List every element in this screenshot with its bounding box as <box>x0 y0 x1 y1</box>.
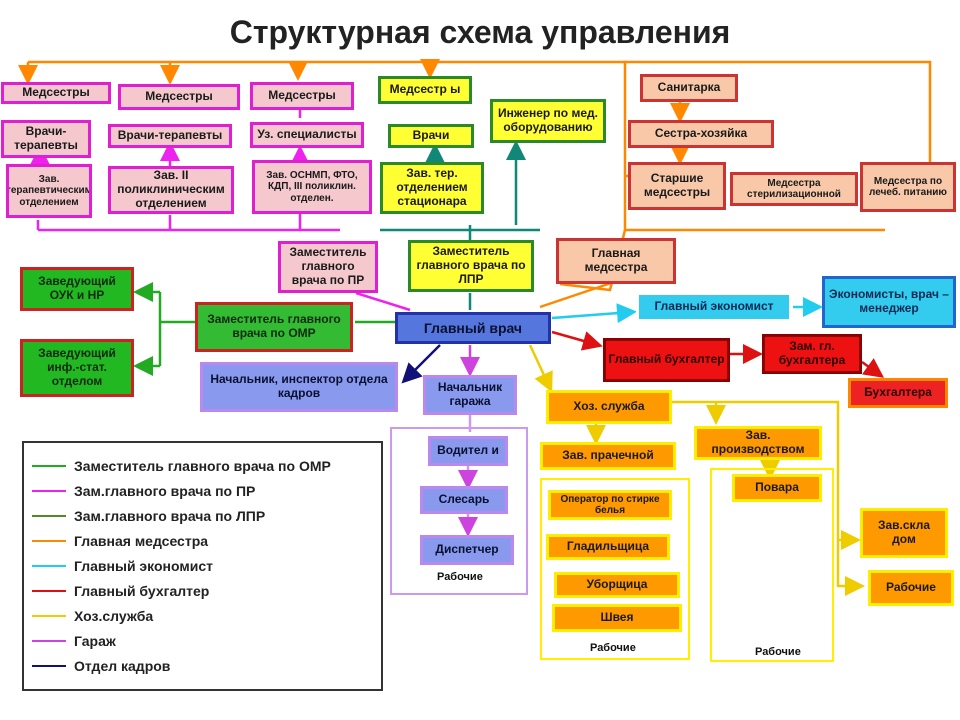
head-osnmp-box: Зав. ОСНМП, ФТО, КДП, III поликлин. отде… <box>252 160 372 214</box>
engineer-box: Инженер по мед. оборудованию <box>490 99 606 143</box>
head-ward-box: Зав. тер. отделением стационара <box>380 162 484 214</box>
legend-line <box>32 615 66 617</box>
therapists-box-2: Врачи-терапевты <box>108 124 232 148</box>
legend-item: Отдел кадров <box>32 655 170 677</box>
garage-head-box: Начальник гаража <box>423 375 517 415</box>
legend-item: Главный бухгалтер <box>32 580 209 602</box>
page-title: Структурная схема управления <box>229 14 731 50</box>
laundry-operator-box: Оператор по стирке белья <box>548 490 672 520</box>
head-ouk-box: Заведующий ОУК и НР <box>20 267 134 311</box>
legend-line <box>32 515 66 517</box>
nurses-box-1: Медсестры <box>1 82 111 104</box>
kitchen-frame <box>710 468 834 662</box>
hr-head-box: Начальник, инспектор отдела кадров <box>200 362 398 412</box>
household-box: Хоз. служба <box>546 390 672 424</box>
kitchen-workers-label: Рабочие <box>755 646 801 658</box>
therapists-box-1: Врачи-терапевты <box>1 120 91 158</box>
legend-label: Отдел кадров <box>74 658 171 674</box>
legend-label: Главный экономист <box>74 558 213 574</box>
chief-doctor-box: Главный врач <box>395 312 551 344</box>
legend-item: Главный экономист <box>32 555 213 577</box>
legend-item: Зам.главного врача по ПР <box>32 480 255 502</box>
legend-item: Главная медсестра <box>32 530 208 552</box>
legend-line <box>32 565 66 567</box>
legend-item: Гараж <box>32 630 116 652</box>
legend: Заместитель главного врача по ОМР Зам.гл… <box>22 441 383 691</box>
head-nurse-box: Главная медсестра <box>556 238 676 284</box>
nurses-box-2: Медсестры <box>118 84 240 110</box>
legend-line <box>32 490 66 492</box>
seamstress-box: Швея <box>552 604 682 632</box>
senior-nurses-box: Старшие медсестры <box>628 162 726 210</box>
legend-item: Зам.главного врача по ЛПР <box>32 505 265 527</box>
cleaner-box: Уборщица <box>554 572 680 598</box>
garage-frame <box>390 427 528 595</box>
doctors-box: Врачи <box>388 124 474 148</box>
housekeeper-box: Сестра-хозяйка <box>628 120 774 148</box>
warehouse-workers-box: Рабочие <box>868 570 954 606</box>
ironer-box: Гладильщица <box>546 534 670 560</box>
legend-item: Заместитель главного врача по ОМР <box>32 455 331 477</box>
legend-label: Хоз.служба <box>74 608 154 624</box>
head-clinic2-box: Зав. II поликлиническим отделением <box>108 166 234 214</box>
legend-label: Заместитель главного врача по ОМР <box>74 458 331 474</box>
legend-label: Гараж <box>74 633 116 649</box>
legend-line <box>32 590 66 592</box>
head-laundry-box: Зав. прачечной <box>540 442 676 470</box>
deputy-pr-box: Заместитель главного врача по ПР <box>278 241 378 293</box>
driver-box: Водител и <box>428 436 508 466</box>
legend-label: Главный бухгалтер <box>74 583 210 599</box>
specialists-box: Уз. специалисты <box>250 122 364 148</box>
legend-line <box>32 640 66 642</box>
legend-line <box>32 665 66 667</box>
legend-item: Хоз.служба <box>32 605 153 627</box>
head-warehouse-box: Зав.скла дом <box>860 508 948 558</box>
legend-label: Зам.главного врача по ЛПР <box>74 508 266 524</box>
head-stat-box: Заведующий инф.-стат. отделом <box>20 339 134 397</box>
dispatcher-box: Диспетчер <box>420 535 514 565</box>
mechanic-box: Слесарь <box>420 486 508 514</box>
deputy-omr-box: Заместитель главного врача по ОМР <box>195 302 353 352</box>
nurses-box-3: Медсестры <box>250 82 354 110</box>
cooks-box: Повара <box>732 474 822 502</box>
legend-line <box>32 540 66 542</box>
nurses-box-4: Медсестр ы <box>378 76 472 104</box>
orderly-box: Санитарка <box>640 74 738 102</box>
head-production-box: Зав. производством <box>694 426 822 460</box>
chief-accountant-box: Главный бухгалтер <box>603 338 730 382</box>
laundry-frame <box>540 478 690 660</box>
accountants-box: Бухгалтера <box>848 378 948 408</box>
legend-label: Зам.главного врача по ПР <box>74 483 256 499</box>
steril-nurse-box: Медсестра стерилизационной <box>730 172 858 206</box>
economists-box: Экономисты, врач –менеджер <box>822 276 956 328</box>
legend-label: Главная медсестра <box>74 533 209 549</box>
deputy-accountant-box: Зам. гл. бухгалтера <box>762 334 862 374</box>
laundry-workers-label: Рабочие <box>590 642 636 654</box>
diet-nurse-box: Медсестра по лечеб. питанию <box>860 162 956 212</box>
deputy-lpr-box: Заместитель главного врача по ЛПР <box>408 240 534 292</box>
legend-line <box>32 465 66 467</box>
head-ther-dept-box: Зав. терапевтическим отделением <box>6 164 92 218</box>
garage-workers-label: Рабочие <box>437 571 483 583</box>
chief-economist-box: Главный экономист <box>636 292 792 322</box>
